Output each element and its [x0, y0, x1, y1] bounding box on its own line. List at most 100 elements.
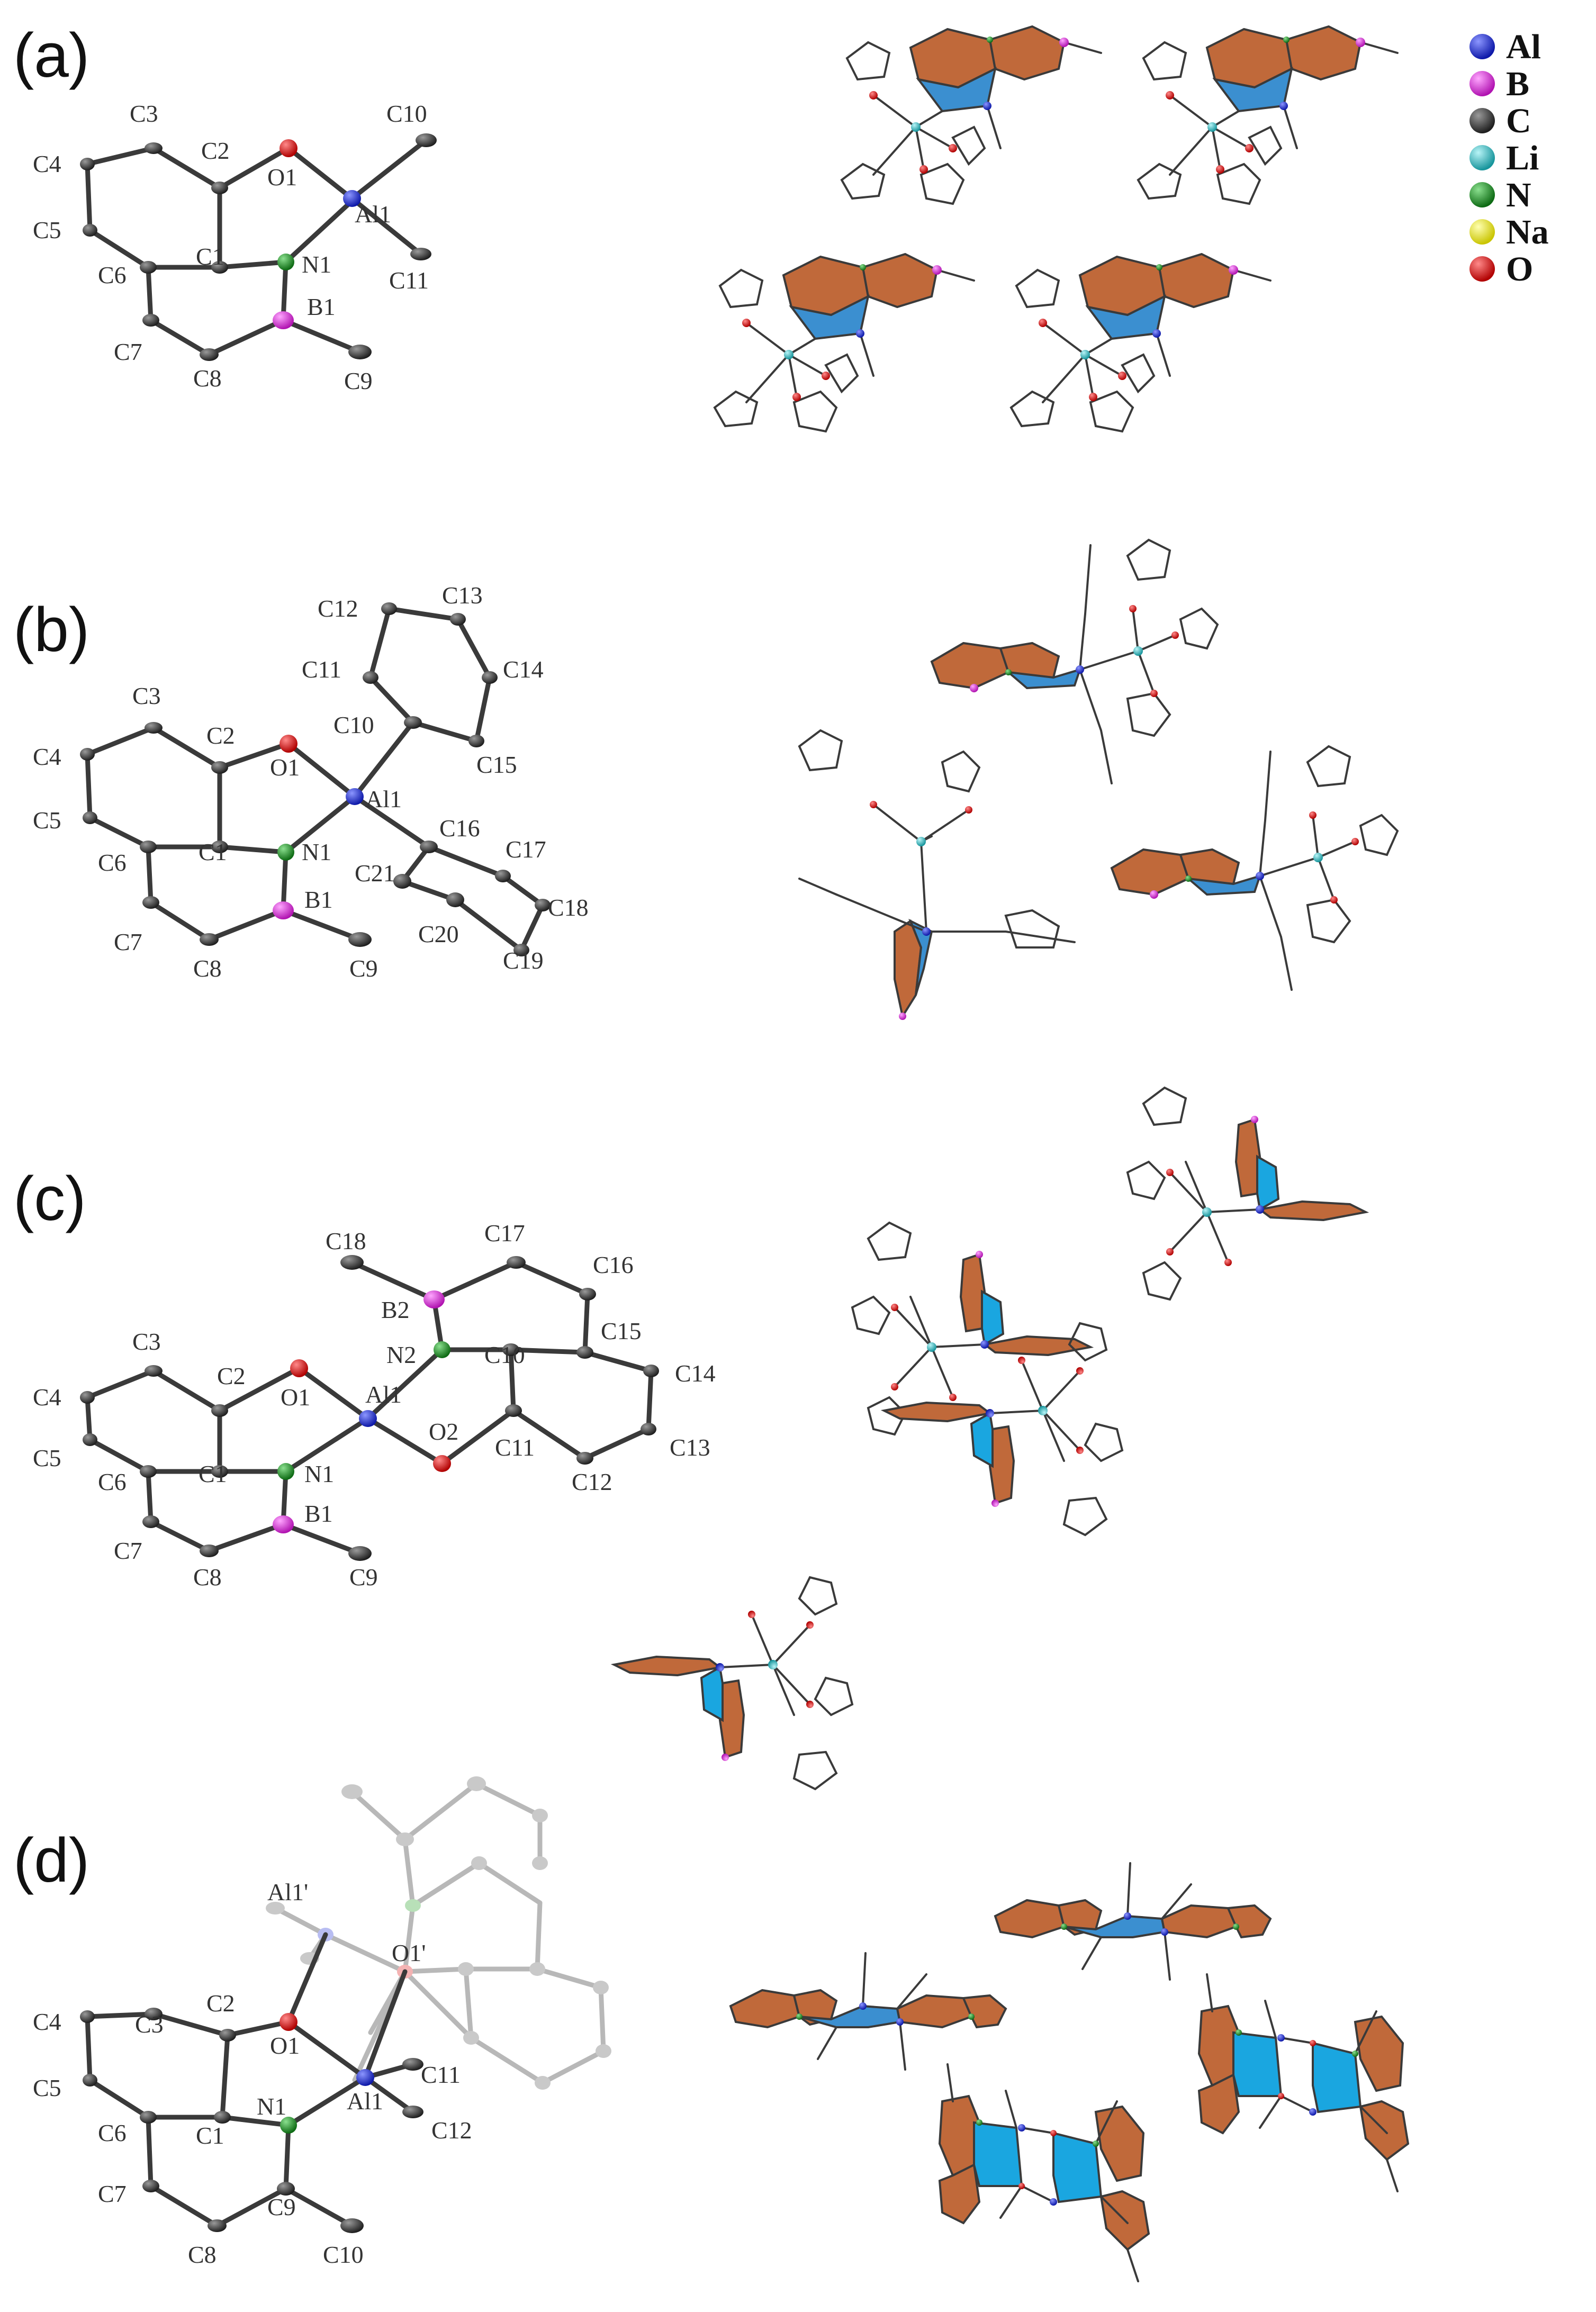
atom-label: C3	[132, 1328, 161, 1355]
atom-label: C5	[33, 1444, 61, 1471]
atom-label: C7	[114, 1537, 142, 1564]
legend-label-li: Li	[1506, 139, 1539, 177]
atom-label: C4	[33, 743, 61, 770]
molecule-a: C3 C2 C10 C4 O1 Al1 C5 C6 C1 N1 C11 B1 C…	[33, 100, 437, 394]
atom-label: Al1	[347, 2088, 383, 2115]
atom-label: C6	[98, 1468, 127, 1495]
atom-label: C12	[318, 595, 358, 622]
packing-d	[729, 1862, 1410, 2282]
atom-label: C4	[33, 1384, 61, 1411]
atom-label: C8	[193, 955, 222, 982]
atom-label: C12	[431, 2117, 472, 2144]
atom-label: C11	[421, 2061, 461, 2088]
atom-label: C1	[196, 2122, 224, 2149]
atom-label: C8	[188, 2241, 217, 2268]
atom-label: C13	[670, 1434, 710, 1461]
atom-label: C18	[548, 894, 589, 921]
atom-label: O2	[429, 1418, 458, 1445]
atom-label: C13	[442, 582, 483, 609]
legend-label-al: Al	[1506, 28, 1541, 66]
atom-label: C18	[326, 1227, 366, 1254]
atom-label: O1	[281, 1384, 310, 1411]
atom-label: C10	[323, 2241, 364, 2268]
atom-label: C17	[506, 836, 546, 863]
panel-label-a: (a)	[13, 21, 89, 91]
atom-label: B1	[304, 886, 333, 913]
panel-label-c: (c)	[13, 1164, 86, 1234]
panel-label-d: (d)	[13, 1826, 89, 1895]
atom-label: N1	[302, 251, 331, 278]
packing-b	[798, 538, 1399, 1020]
atom-label: C6	[98, 849, 127, 876]
atom-label: C7	[114, 928, 142, 955]
atom-label: C16	[593, 1251, 634, 1278]
atom-label: C9	[349, 1564, 378, 1591]
atom-label: C14	[503, 656, 544, 683]
molecule-c: C18 C17 C16 B2 C15 N2 C10 C3 C2 C14 C4 O…	[33, 1220, 716, 1591]
atom-label: C20	[418, 920, 459, 947]
legend-label-na: Na	[1506, 213, 1549, 251]
atom-label: C8	[193, 365, 222, 392]
atom-label: N1	[302, 838, 331, 865]
atom-label: B1	[304, 1500, 333, 1527]
atom-label: B1	[307, 293, 336, 320]
atom-label: Al1'	[267, 1878, 308, 1905]
atom-label: O1	[270, 2032, 300, 2059]
element-legend: Al B C Li N Na O	[1469, 28, 1549, 288]
atom-label: C6	[98, 261, 127, 288]
atom-label: N2	[386, 1341, 416, 1368]
atom-label: C3	[130, 100, 158, 127]
atom-label: C15	[601, 1317, 642, 1344]
legend-label-o: O	[1506, 250, 1533, 288]
atom-label: Al1	[355, 201, 391, 228]
packing-a	[714, 25, 1399, 432]
atom-label: Al1	[365, 1381, 402, 1408]
atom-label: C10	[386, 100, 427, 127]
legend-label-n: N	[1506, 176, 1531, 214]
atom-label: C5	[33, 216, 61, 243]
atom-label: C12	[572, 1468, 612, 1495]
atom-label: C7	[114, 338, 142, 365]
atom-label: C6	[98, 2119, 127, 2146]
atom-label: C2	[206, 1990, 235, 2017]
molecule-d: Al1' O1' C4 C3 C2 O1 C11 C5 N1 Al1 C12 C…	[33, 1776, 611, 2268]
atom-label: C15	[476, 751, 517, 778]
atom-label: O1	[270, 754, 300, 781]
atom-label: C4	[33, 2008, 61, 2035]
atom-label: O1	[267, 164, 297, 191]
legend-label-b: B	[1506, 65, 1529, 103]
atom-label: C19	[503, 947, 544, 974]
molecule-b: C12 C13 C11 C14 C3 C10 C2 C4 O1 Al1 C15 …	[33, 582, 589, 982]
atom-label: C9	[349, 955, 378, 982]
atom-label: C10	[333, 711, 374, 738]
atom-label: C1	[199, 1460, 227, 1487]
atom-label: C1	[199, 838, 227, 865]
atom-label: C2	[206, 722, 235, 749]
atom-label: N1	[304, 1460, 334, 1487]
atom-label: C8	[193, 1564, 222, 1591]
atom-label: C2	[217, 1362, 246, 1389]
atom-label: C11	[302, 656, 341, 683]
atom-label: C9	[267, 2193, 296, 2220]
atom-label: C16	[439, 815, 480, 842]
atom-label: C1	[196, 243, 224, 270]
atom-label: C9	[344, 367, 373, 394]
atom-label: O1'	[392, 1939, 426, 1966]
atom-label: C7	[98, 2180, 127, 2207]
atom-label: C5	[33, 2074, 61, 2101]
atom-label: C21	[355, 860, 395, 887]
atom-label: C4	[33, 150, 61, 177]
atom-label: C2	[201, 137, 230, 164]
atom-label: C10	[484, 1341, 525, 1368]
atom-label: C14	[675, 1360, 716, 1387]
atom-label: B2	[381, 1296, 410, 1323]
packing-c	[613, 1087, 1367, 1790]
atom-label: C11	[389, 267, 429, 294]
atom-label: N1	[257, 2093, 286, 2120]
atom-label: C3	[132, 682, 161, 709]
legend-label-c: C	[1506, 102, 1531, 140]
atom-label: C11	[495, 1434, 535, 1461]
atom-label: Al1	[365, 785, 402, 812]
atom-label: C17	[484, 1220, 525, 1247]
atom-label: C3	[135, 2011, 164, 2038]
